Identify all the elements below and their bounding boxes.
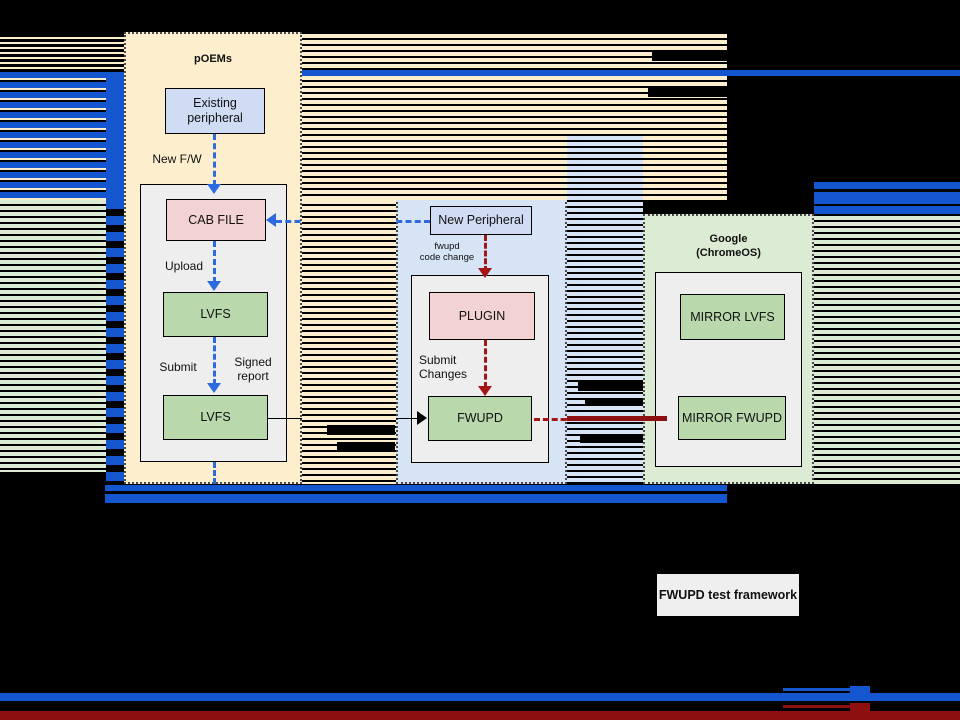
glitch-redbar-footer-wide [0, 711, 960, 720]
glitch-redaction-2 [648, 88, 750, 97]
glitch-redaction-7 [580, 434, 643, 443]
node-plugin-label: PLUGIN [458, 308, 506, 323]
glitch-scanlines-left-green [0, 200, 108, 472]
edge-submitchanges-arrowhead [478, 386, 492, 396]
edge-newfw-line [213, 134, 216, 186]
edge-label-submit-changes-1: Submit [419, 353, 457, 367]
glitch-bluebar-bottom-2 [105, 494, 727, 503]
glitch-scanlines-left-blue [0, 72, 108, 200]
glitch-bar-left-blue [106, 72, 124, 220]
node-lvfs-submit-label: LVFS [200, 410, 231, 424]
glitch-ticks-left-blue [106, 200, 124, 488]
glitch-redaction-1 [652, 52, 750, 61]
node-fwupd[interactable]: FWUPD [428, 396, 532, 441]
glitch-scanlines-blue-lane [567, 136, 643, 484]
glitch-bluebar-right-1 [814, 182, 960, 189]
edge-submit-arrowhead [207, 383, 221, 393]
edge-lvfs-to-fwupd-line [268, 418, 418, 419]
lane-google-title-2: (ChromeOS) [696, 247, 761, 259]
lane-plugin-title-1: Plugin Developers/ [431, 154, 532, 166]
edge-label-signed-report-2: report [237, 369, 269, 383]
node-lvfs-upload-label: LVFS [200, 307, 231, 321]
glitch-redbar-footer-thin [783, 705, 853, 708]
node-cab-file[interactable]: CAB FILE [166, 199, 266, 241]
edge-label-signed-report: Signed report [222, 355, 284, 383]
lane-google-title-1: Google [709, 233, 748, 245]
lane-plugin-title: Plugin Developers/ Chipset Vendors [398, 153, 565, 181]
node-existing-peripheral[interactable]: Existing peripheral [165, 88, 265, 134]
edge-label-signed-report-1: Signed [234, 355, 272, 369]
edge-poems-tail [213, 462, 216, 484]
glitch-bluestripe-top [302, 70, 960, 76]
node-cab-file-label: CAB FILE [188, 212, 244, 227]
edge-submitchanges-line [484, 340, 487, 388]
node-lvfs-submit[interactable]: LVFS [163, 395, 268, 440]
node-existing-peripheral-label-1: Existing [193, 96, 237, 110]
node-mirror-fwupd-label: MIRROR FWUPD [682, 410, 782, 425]
lane-poems-title: pOEMs [194, 53, 232, 65]
node-mirror-lvfs[interactable]: MIRROR LVFS [680, 294, 785, 340]
node-fwupd-test-framework-label: FWUPD test framework [658, 587, 798, 602]
glitch-bluebar-right-2 [814, 192, 960, 204]
node-mirror-fwupd[interactable]: MIRROR FWUPD [678, 396, 786, 440]
edge-label-new-fw: New F/W [152, 152, 202, 166]
glitch-scanlines-cream-right [567, 200, 643, 216]
glitch-redaction-5 [578, 382, 643, 391]
glitch-scanlines-topleft [0, 34, 124, 72]
edge-label-upload: Upload [164, 259, 204, 273]
edge-upload-line [213, 241, 216, 283]
node-new-peripheral[interactable]: New Peripheral [430, 206, 532, 235]
edge-label-submit-changes-2: Changes [419, 367, 468, 381]
edge-upload-arrowhead [207, 281, 221, 291]
edge-lvfs-to-fwupd-arrowhead [417, 411, 427, 425]
edge-codechange-arrowhead [478, 268, 492, 278]
node-existing-peripheral-label-2: peripheral [187, 111, 243, 125]
edge-submit-line [213, 337, 216, 385]
glitch-bluebar-footer-thin [783, 688, 853, 691]
glitch-redaction-6 [585, 398, 643, 406]
edge-newperipheral-to-cab-arrowhead [266, 213, 276, 227]
glitch-redaction-4 [337, 442, 395, 452]
glitch-bluebar-right-3 [814, 206, 960, 214]
edge-newperipheral-to-cab-line [276, 220, 430, 223]
lane-plugin-title-2: Chipset Vendors [438, 168, 525, 180]
edge-newfw-arrowhead [207, 184, 221, 194]
glitch-bluebar-footer-wide [0, 693, 960, 701]
glitch-redbar-footer-block [850, 703, 870, 713]
node-lvfs-upload[interactable]: LVFS [163, 292, 268, 337]
edge-label-fwupd-code-change-2: code change [419, 252, 475, 263]
glitch-redaction-3 [327, 425, 395, 435]
glitch-scanlines-green-lane [814, 216, 960, 484]
node-fwupd-test-framework[interactable]: FWUPD test framework [657, 574, 799, 616]
glitch-redstripe-mid [567, 416, 667, 421]
lane-google-title: Google (ChromeOS) [645, 232, 812, 260]
node-mirror-lvfs-label: MIRROR LVFS [690, 309, 775, 324]
edge-label-fwupd-code-change: fwupd code change [413, 241, 481, 263]
edge-label-submit: Submit [159, 360, 197, 374]
glitch-bluebar-bottom-1 [105, 485, 727, 491]
node-new-peripheral-label: New Peripheral [438, 213, 524, 227]
node-plugin[interactable]: PLUGIN [429, 292, 535, 340]
node-fwupd-label: FWUPD [457, 411, 503, 425]
glitch-bottom-fill [0, 616, 960, 680]
edge-codechange-line [484, 235, 487, 272]
edge-label-fwupd-code-change-1: fwupd [434, 241, 460, 252]
edge-label-submit-changes: Submit Changes [419, 353, 481, 381]
glitch-bluebar-footer-block [850, 686, 870, 696]
